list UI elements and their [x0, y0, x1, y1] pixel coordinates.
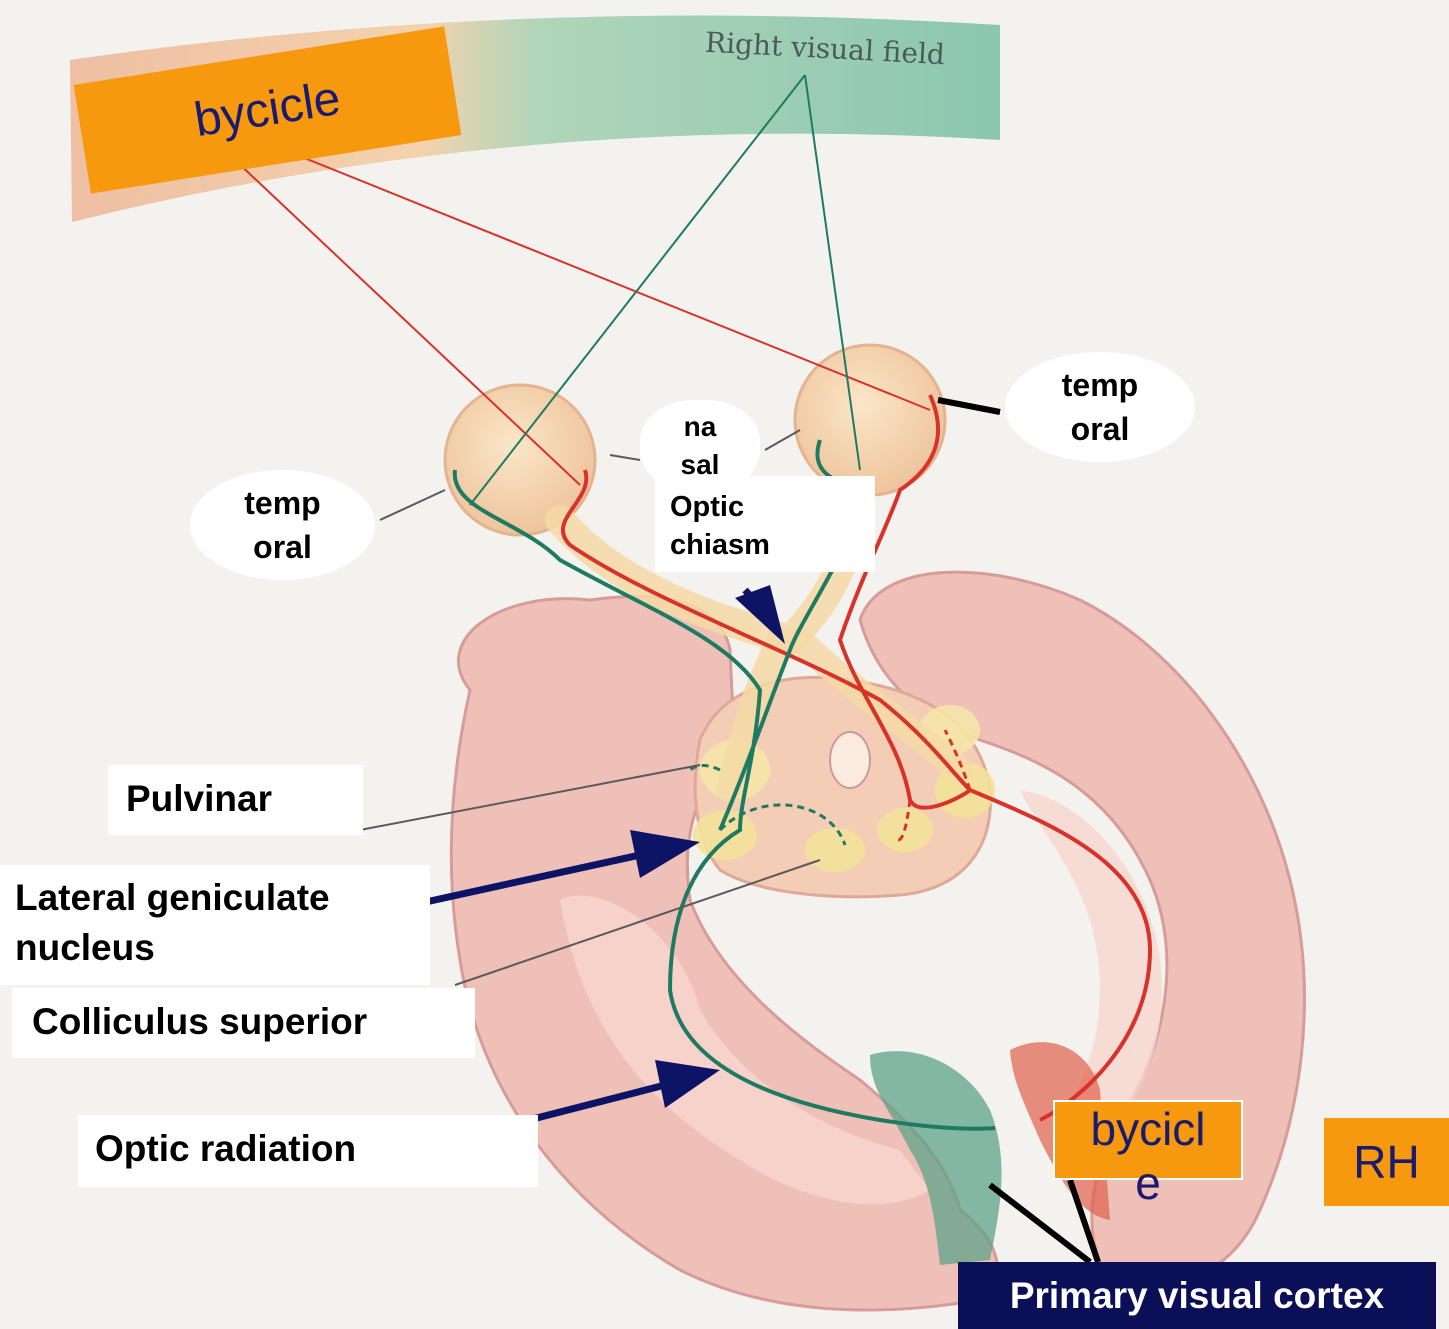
colliculus-label: Colliculus superior: [12, 988, 475, 1058]
left-temporal-text: temp oral: [244, 481, 320, 569]
right-temporal-text: temp oral: [1062, 363, 1138, 451]
pulvinar-label: Pulvinar: [108, 765, 363, 835]
right-hemisphere-label: RH: [1324, 1118, 1449, 1206]
cortex-object-label: bycicl e: [1053, 1100, 1243, 1180]
primary-visual-cortex-label: Primary visual cortex: [958, 1262, 1436, 1329]
right-temporal-label: temp oral: [1005, 352, 1195, 462]
temporal-right-pointer: [938, 400, 1000, 412]
colliculus-left: [805, 828, 865, 872]
third-ventricle: [830, 732, 870, 788]
optic-radiation-label: Optic radiation: [78, 1115, 538, 1187]
optic-chiasm-label: Optic chiasm: [655, 476, 875, 572]
left-temporal-label: temp oral: [190, 470, 375, 580]
lateral-geniculate-label: Lateral geniculate nucleus: [0, 865, 430, 985]
nasal-text: na sal: [681, 408, 720, 484]
